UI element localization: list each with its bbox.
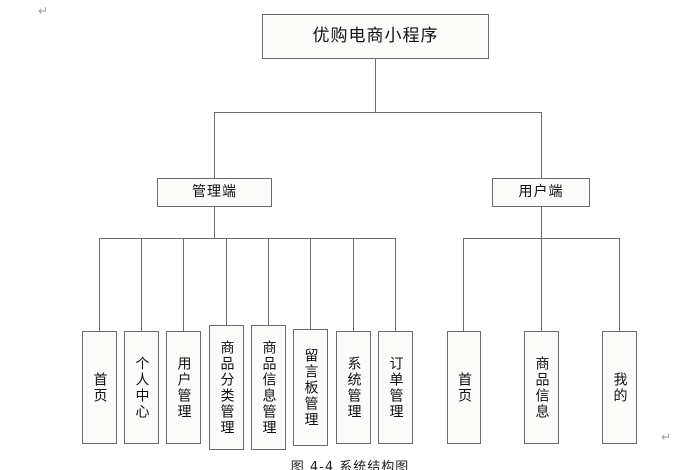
node-user-leaf-product-info[interactable]: 商品信息: [524, 331, 559, 444]
connector-admin-bus: [99, 238, 395, 239]
node-admin-leaf-message-board-management[interactable]: 留言板管理: [293, 329, 328, 446]
node-admin-leaf-personal-center[interactable]: 个人中心: [124, 331, 159, 444]
connector-root-stem: [375, 58, 376, 112]
connector-user-leaf-drop: [463, 238, 464, 332]
node-label: 用户管理: [175, 355, 192, 420]
node-admin-leaf-order-management[interactable]: 订单管理: [378, 331, 413, 444]
node-label: 我的: [611, 371, 628, 404]
node-user[interactable]: 用户端: [492, 178, 590, 207]
node-user-leaf-mine[interactable]: 我的: [602, 331, 637, 444]
node-admin[interactable]: 管理端: [157, 178, 272, 207]
connector-admin-leaf-drop: [226, 238, 227, 326]
paragraph-mark-icon: ↵: [38, 4, 49, 18]
connector-user-leaf-drop: [619, 238, 620, 332]
connector-user-stem: [541, 206, 542, 238]
connector-admin-leaf-drop: [395, 238, 396, 332]
node-root[interactable]: 优购电商小程序: [262, 14, 489, 59]
node-label: 系统管理: [345, 355, 362, 420]
node-admin-label: 管理端: [192, 183, 237, 200]
connector-drop-user: [541, 112, 542, 179]
connector-level1-bus: [214, 112, 542, 113]
connector-admin-leaf-drop: [141, 238, 142, 332]
paragraph-mark-icon: ↵: [661, 430, 672, 444]
connector-user-leaf-drop: [541, 238, 542, 332]
node-label: 首页: [456, 371, 472, 404]
node-label: 首页: [91, 371, 108, 404]
connector-admin-leaf-drop: [310, 238, 311, 330]
node-admin-leaf-category-management[interactable]: 商品分类管理: [209, 325, 244, 450]
node-label: 商品信息: [533, 355, 550, 420]
node-label: 留言板管理: [302, 347, 319, 428]
node-label: 订单管理: [387, 355, 404, 420]
connector-admin-leaf-drop: [353, 238, 354, 332]
node-admin-leaf-system-management[interactable]: 系统管理: [336, 331, 371, 444]
node-user-label: 用户端: [518, 183, 564, 200]
node-root-label: 优购电商小程序: [312, 26, 439, 47]
connector-admin-leaf-drop: [99, 238, 100, 332]
connector-drop-admin: [214, 112, 215, 179]
node-admin-leaf-home[interactable]: 首页: [82, 331, 117, 444]
node-admin-leaf-user-management[interactable]: 用户管理: [166, 331, 201, 444]
connector-admin-leaf-drop: [268, 238, 269, 326]
node-label: 商品分类管理: [218, 339, 235, 436]
node-label: 商品信息管理: [260, 339, 277, 436]
node-user-leaf-home[interactable]: 首页: [447, 331, 481, 444]
node-admin-leaf-product-info-management[interactable]: 商品信息管理: [251, 325, 286, 450]
node-label: 个人中心: [133, 355, 150, 420]
connector-admin-leaf-drop: [183, 238, 184, 332]
figure-caption: 图 4-4 系统结构图: [290, 460, 410, 470]
connector-admin-stem: [214, 206, 215, 238]
